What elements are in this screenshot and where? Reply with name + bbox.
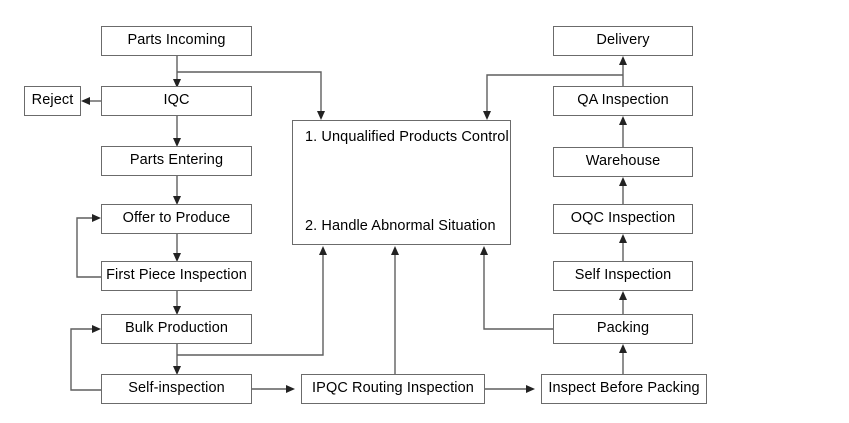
node-packing-label: Packing (596, 320, 650, 337)
edge-first-piece-to-bulk (173, 291, 181, 315)
edge-iqc-to-parts-entering (173, 116, 181, 147)
node-parts-incoming-label: Parts Incoming (127, 32, 226, 49)
node-oqc-inspection-label: OQC Inspection (570, 210, 676, 227)
edge-packing-to-self-inspection (619, 291, 627, 314)
edge-packing-branch-to-control-box (480, 246, 553, 330)
node-self-inspection-left[interactable]: Self-inspection (101, 374, 252, 404)
edge-parts-entering-to-offer (173, 176, 181, 205)
edge-qa-to-delivery (619, 56, 627, 86)
node-parts-incoming[interactable]: Parts Incoming (101, 26, 252, 56)
control-box-line-1: 1. Unqualified Products Control (305, 129, 509, 145)
node-iqc[interactable]: IQC (101, 86, 252, 116)
node-packing[interactable]: Packing (553, 314, 693, 344)
edge-warehouse-to-qa (619, 116, 627, 147)
edge-parts-incoming-to-iqc (173, 56, 181, 88)
node-parts-entering[interactable]: Parts Entering (101, 146, 252, 176)
node-warehouse[interactable]: Warehouse (553, 147, 693, 177)
node-parts-entering-label: Parts Entering (129, 152, 224, 169)
edge-oqc-to-warehouse (619, 177, 627, 204)
node-first-piece-inspection[interactable]: First Piece Inspection (101, 261, 252, 291)
edge-offer-to-first-piece (173, 234, 181, 262)
edge-iqc-to-reject (81, 97, 101, 105)
node-oqc-inspection[interactable]: OQC Inspection (553, 204, 693, 234)
edge-self-inspection-to-ipqc (252, 385, 295, 393)
node-ipqc-routing-inspection[interactable]: IPQC Routing Inspection (301, 374, 485, 404)
node-reject[interactable]: Reject (24, 86, 81, 116)
node-qa-inspection-label: QA Inspection (577, 92, 669, 109)
node-self-inspection-left-label: Self-inspection (128, 380, 225, 397)
node-offer-to-produce[interactable]: Offer to Produce (101, 204, 252, 234)
node-control-box[interactable]: 1. Unqualified Products Control 2. Handl… (292, 120, 511, 245)
node-ipqc-routing-inspection-label: IPQC Routing Inspection (312, 380, 474, 397)
control-box-line-2: 2. Handle Abnormal Situation (305, 218, 496, 235)
edge-bulk-to-self-inspection (173, 344, 181, 375)
node-first-piece-inspection-label: First Piece Inspection (106, 267, 247, 284)
node-self-inspection-right-label: Self Inspection (574, 267, 672, 284)
node-qa-inspection[interactable]: QA Inspection (553, 86, 693, 116)
node-inspect-before-packing[interactable]: Inspect Before Packing (541, 374, 707, 404)
node-warehouse-label: Warehouse (585, 153, 661, 170)
node-self-inspection-right[interactable]: Self Inspection (553, 261, 693, 291)
node-delivery-label: Delivery (596, 32, 650, 49)
node-inspect-before-packing-label: Inspect Before Packing (548, 380, 700, 397)
node-delivery[interactable]: Delivery (553, 26, 693, 56)
edge-first-piece-feedback-to-offer (76, 214, 101, 278)
edge-self-inspection-feedback-to-bulk (70, 325, 101, 391)
node-bulk-production[interactable]: Bulk Production (101, 314, 252, 344)
edge-self-inspection-to-oqc (619, 234, 627, 261)
node-bulk-production-label: Bulk Production (124, 320, 229, 337)
node-offer-to-produce-label: Offer to Produce (122, 210, 231, 227)
node-iqc-label: IQC (163, 92, 190, 109)
edge-ipqc-to-control-box (391, 246, 399, 374)
edge-inspect-before-packing-to-packing (619, 344, 627, 374)
edge-ipqc-to-inspect-before-packing (485, 385, 535, 393)
node-reject-label: Reject (31, 92, 74, 109)
